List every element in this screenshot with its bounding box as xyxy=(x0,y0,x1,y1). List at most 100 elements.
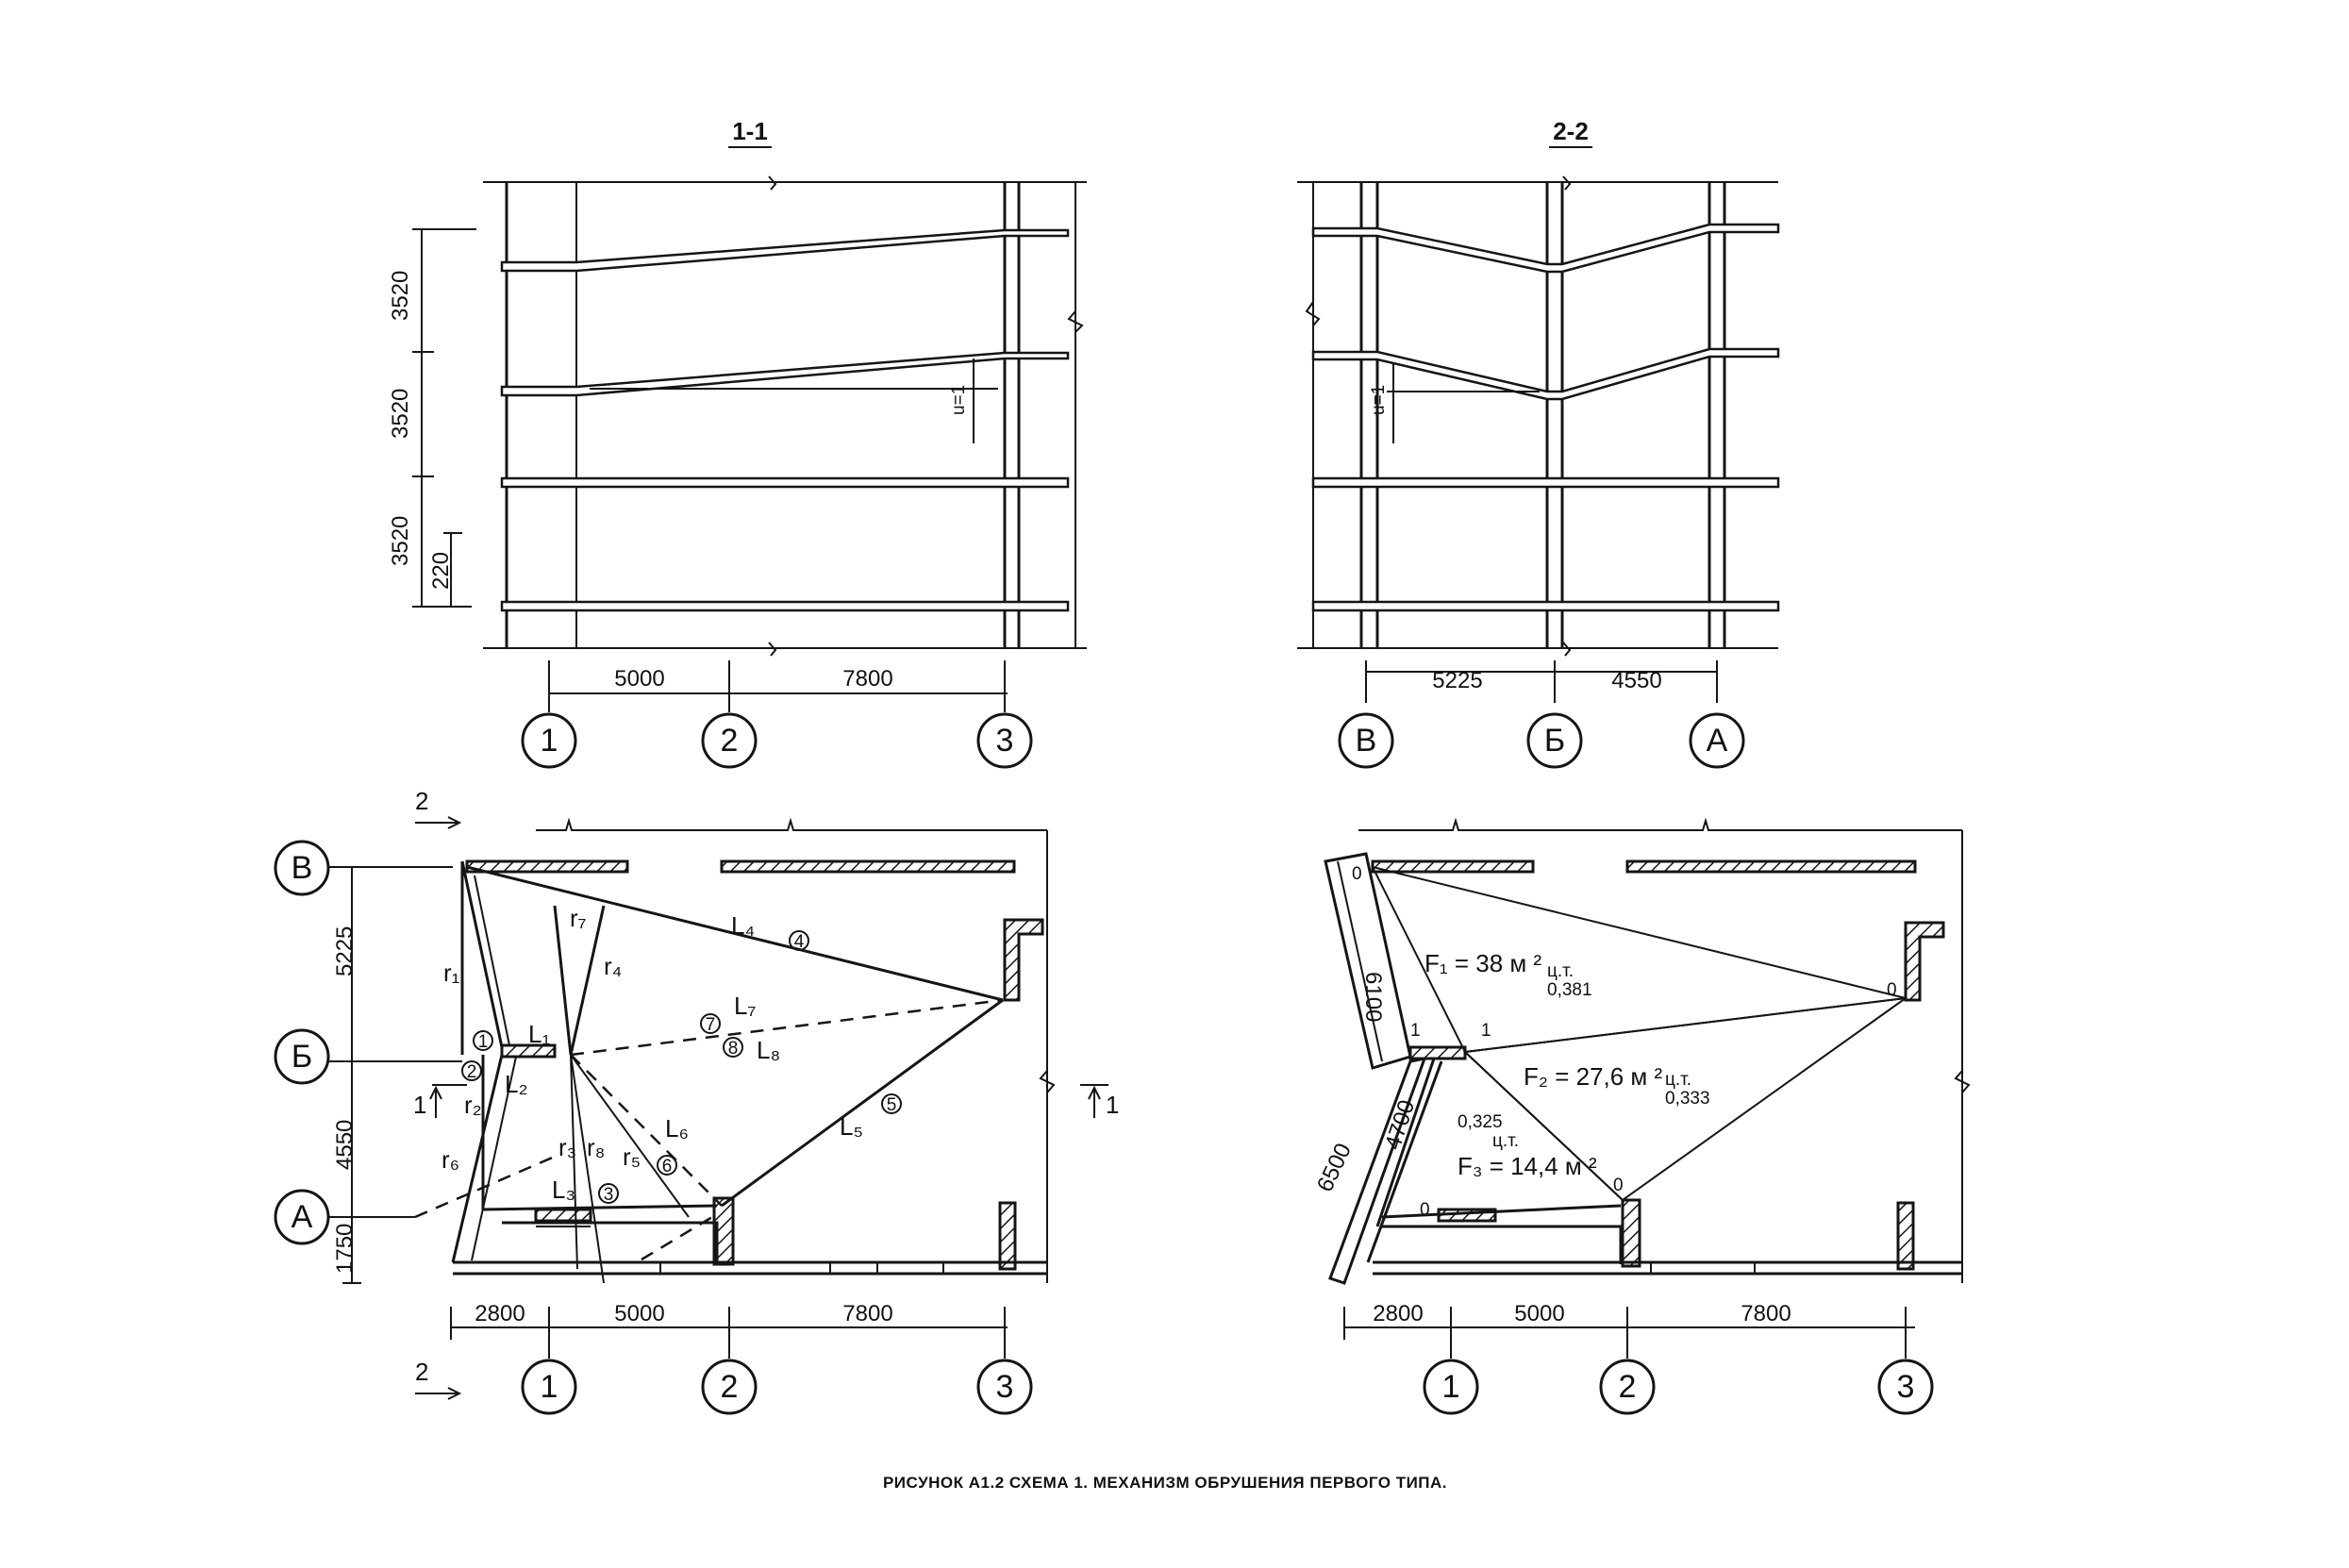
column-a2 xyxy=(712,1196,735,1266)
area-f2: F₂ = 27,6 м ² xyxy=(1524,1062,1663,1091)
cut-mark-top: 2 xyxy=(415,787,428,815)
label-L5: L₅ xyxy=(840,1112,863,1141)
wall-top-1 xyxy=(1371,859,1535,874)
dim-4700: 4700 xyxy=(1380,1097,1420,1153)
axis-b: Б xyxy=(292,1039,312,1075)
label-L7: L₇ xyxy=(734,992,756,1020)
dim-2800: 2800 xyxy=(475,1301,525,1326)
dim-2800: 2800 xyxy=(1373,1301,1423,1326)
label-L3: L₃ xyxy=(552,1176,575,1204)
axis-a: А xyxy=(292,1199,313,1235)
point-1-b: 1 xyxy=(1481,1021,1491,1041)
label-r8: r₈ xyxy=(587,1133,605,1161)
label-r3: r₃ xyxy=(558,1133,576,1161)
dim-220: 220 xyxy=(428,552,454,590)
axis-b: Б xyxy=(1544,723,1565,759)
section-2-2: 2-2 u=1 5225 4550 В Б А xyxy=(1297,117,1780,769)
plan-mechanism: 5225 4550 1750 В Б А 2800 5000 7800 1 2 … xyxy=(274,787,1119,1415)
axis-2: 2 xyxy=(721,723,739,759)
wall-top-1 xyxy=(465,859,629,874)
slab-level-1 xyxy=(500,600,1070,612)
section-title: 1-1 xyxy=(732,117,768,145)
area-f1: F₁ = 38 м ² xyxy=(1424,949,1542,977)
node-6: 6 xyxy=(662,1157,673,1176)
dim-5000: 5000 xyxy=(614,1301,664,1326)
label-L8: L₈ xyxy=(757,1036,780,1064)
wall-top-2 xyxy=(1625,859,1917,874)
dim-3520-b: 3520 xyxy=(388,389,413,439)
area-f3: F₃ = 14,4 м ² xyxy=(1458,1152,1597,1180)
axis-v: В xyxy=(292,850,313,886)
dim-4550: 4550 xyxy=(332,1120,358,1170)
node-5: 5 xyxy=(887,1095,897,1115)
dim-7800: 7800 xyxy=(1741,1301,1791,1326)
label-L1: L₁ xyxy=(528,1020,550,1048)
rotated-wall-6100 xyxy=(1324,852,1412,1070)
column-a2 xyxy=(1621,1198,1641,1268)
slab-level-3 xyxy=(1311,347,1780,401)
ct-label-1: ц.т. xyxy=(1547,961,1574,981)
label-r2: r₂ xyxy=(464,1091,482,1119)
ct-value-3: 0,325 xyxy=(1458,1112,1503,1132)
slab-level-4 xyxy=(1311,223,1780,274)
column-right xyxy=(1904,921,1945,1002)
axis-1: 1 xyxy=(541,1369,558,1405)
dim-5000: 5000 xyxy=(614,666,664,692)
label-r4: r₄ xyxy=(604,952,622,980)
figure-caption: РИСУНОК А1.2 СХЕМА 1. МЕХАНИЗМ ОБРУШЕНИЯ… xyxy=(883,1474,1447,1492)
axis-3: 3 xyxy=(996,1369,1014,1405)
label-r7: r₇ xyxy=(570,904,587,932)
axis-1: 1 xyxy=(541,723,558,759)
section-title: 2-2 xyxy=(1553,117,1589,145)
axis-3: 3 xyxy=(1897,1369,1915,1405)
axis-2: 2 xyxy=(1619,1369,1637,1405)
column-a3 xyxy=(998,1201,1017,1271)
node-1: 1 xyxy=(478,1032,489,1052)
axis-a: А xyxy=(1707,723,1728,759)
node-7: 7 xyxy=(706,1015,716,1035)
label-L4: L₄ xyxy=(731,911,755,940)
point-1-a: 1 xyxy=(1410,1021,1421,1041)
dim-4550: 4550 xyxy=(1611,668,1661,693)
dim-3520-a: 3520 xyxy=(388,271,413,321)
ct-value-2: 0,333 xyxy=(1665,1089,1710,1109)
axis-1: 1 xyxy=(1442,1369,1460,1405)
slab-level-3 xyxy=(500,351,1070,397)
label-r1: r₁ xyxy=(443,959,460,987)
column-b1 xyxy=(1408,1045,1467,1060)
label-L2: L₂ xyxy=(505,1070,528,1098)
deflection-label: u=1 xyxy=(1369,385,1389,415)
node-4: 4 xyxy=(794,932,805,952)
ct-label-3: ц.т. xyxy=(1492,1131,1519,1151)
dim-7800: 7800 xyxy=(842,1301,892,1326)
ct-value-1: 0,381 xyxy=(1547,980,1592,1000)
label-L6: L₆ xyxy=(665,1114,689,1143)
column-b1 xyxy=(500,1043,557,1059)
section-1-1: 1-1 u=1 3520 3520 3520 220 xyxy=(388,117,1087,769)
dim-6100: 6100 xyxy=(1360,972,1386,1022)
axis-v: В xyxy=(1356,723,1377,759)
deflection-label: u=1 xyxy=(949,385,969,415)
point-0-b: 0 xyxy=(1887,980,1897,1000)
point-0-c: 0 xyxy=(1613,1176,1624,1195)
node-8: 8 xyxy=(728,1039,739,1059)
slab-level-4 xyxy=(500,228,1070,273)
slab-level-2 xyxy=(1311,476,1780,489)
cut-mark-bottom: 2 xyxy=(415,1358,428,1386)
slab-level-2 xyxy=(500,476,1070,489)
dim-7800: 7800 xyxy=(842,666,892,692)
dim-3520-c: 3520 xyxy=(388,516,413,566)
cut-mark-left: 1 xyxy=(413,1091,426,1119)
dim-6500: 6500 xyxy=(1312,1140,1357,1196)
column-a3 xyxy=(1896,1201,1915,1271)
node-2: 2 xyxy=(467,1062,477,1082)
point-0-d: 0 xyxy=(1420,1200,1430,1220)
label-r6: r₆ xyxy=(441,1145,459,1174)
dim-5225: 5225 xyxy=(332,926,358,976)
node-markers: 1 2 3 4 5 6 7 8 xyxy=(461,930,902,1205)
node-3: 3 xyxy=(604,1185,614,1205)
dim-5225: 5225 xyxy=(1432,668,1482,693)
point-0-a: 0 xyxy=(1352,864,1362,884)
rotated-wall-6500 xyxy=(1328,1057,1427,1285)
